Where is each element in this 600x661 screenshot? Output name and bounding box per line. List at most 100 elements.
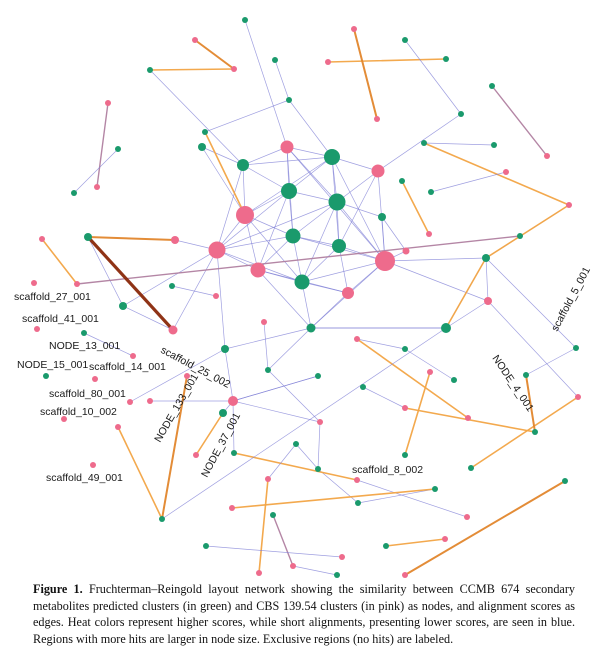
green-node [489, 83, 495, 89]
green-node [324, 149, 340, 165]
pink-node [503, 169, 509, 175]
network-edge [258, 478, 269, 574]
network-edge [149, 68, 235, 71]
green-node [443, 56, 449, 62]
network-edge [384, 257, 487, 262]
green-node [272, 57, 278, 63]
green-node [231, 450, 237, 456]
network-edge [404, 348, 455, 381]
network-edge [445, 300, 489, 329]
pink-node [354, 477, 360, 483]
pink-node [290, 563, 296, 569]
pink-node [484, 297, 492, 305]
green-node [399, 178, 405, 184]
green-node [402, 37, 408, 43]
network-edge [274, 59, 290, 101]
green-node [202, 129, 208, 135]
green-node [441, 323, 451, 333]
network-edge [96, 102, 109, 188]
network-edge [205, 545, 343, 558]
network-edge [244, 214, 259, 271]
green-node [242, 17, 248, 23]
network-edge [485, 204, 570, 259]
network-edge [357, 488, 436, 504]
network-edge [356, 479, 468, 518]
network-edge [224, 348, 234, 402]
green-node [355, 500, 361, 506]
pink-node [193, 452, 199, 458]
green-node [573, 345, 579, 351]
pink-node [402, 247, 410, 255]
pink-node [31, 280, 37, 286]
pink-node [229, 505, 235, 511]
green-node [517, 233, 523, 239]
pink-node [228, 396, 238, 406]
network-edge [317, 421, 321, 470]
pink-node [375, 251, 395, 271]
green-node [523, 372, 529, 378]
pink-node [465, 415, 471, 421]
network-edge [122, 305, 174, 331]
network-edge [204, 99, 290, 133]
pink-node [61, 416, 67, 422]
pink-node [374, 116, 380, 122]
network-edge [485, 257, 577, 349]
network-edge [232, 400, 235, 454]
pink-node [168, 325, 178, 335]
green-node [378, 213, 386, 221]
green-node [119, 302, 127, 310]
green-node [281, 183, 297, 199]
green-node [221, 345, 229, 353]
network-edge [244, 214, 303, 283]
network-edge [233, 452, 358, 481]
pink-node [339, 554, 345, 560]
green-node [306, 323, 316, 333]
network-edge [73, 148, 119, 194]
network-edge [423, 142, 495, 146]
pink-node [231, 66, 237, 72]
pink-node [442, 536, 448, 542]
network-edge [86, 235, 175, 332]
network-edge [301, 245, 340, 283]
node-label-scaffold-41-001: scaffold_41_001 [22, 313, 99, 325]
network-edge [195, 412, 224, 456]
pink-node [261, 319, 267, 325]
green-node [315, 373, 321, 379]
pink-node [317, 419, 323, 425]
network-edge [242, 146, 288, 166]
pink-node [192, 37, 198, 43]
network-edge [76, 235, 521, 285]
network-edge [445, 257, 487, 329]
network-edge [292, 235, 303, 283]
pink-node [250, 262, 266, 278]
green-node [198, 143, 206, 151]
network-edge [232, 375, 319, 402]
network-edge [353, 28, 378, 120]
pink-node [280, 140, 294, 154]
network-edge [362, 386, 406, 409]
network-edge [272, 514, 294, 567]
green-node [451, 377, 457, 383]
network-edge [356, 338, 406, 350]
network-edge [310, 292, 349, 329]
pink-node [342, 287, 354, 299]
network-edge [336, 170, 379, 203]
network-edge [404, 371, 431, 456]
pink-node [90, 462, 96, 468]
network-edge [204, 131, 246, 216]
green-node [482, 254, 490, 262]
network-edge [129, 348, 226, 403]
network-edge [377, 113, 462, 172]
node-label-scaffold-80-001: scaffold_80_001 [49, 388, 126, 400]
pink-node [208, 241, 226, 259]
network-edge [257, 269, 312, 329]
network-edge [231, 488, 436, 509]
pink-node [171, 236, 179, 244]
green-node [147, 67, 153, 73]
green-node [71, 190, 77, 196]
network-edge [385, 538, 446, 547]
green-node [203, 543, 209, 549]
green-node [360, 384, 366, 390]
green-node [237, 159, 249, 171]
